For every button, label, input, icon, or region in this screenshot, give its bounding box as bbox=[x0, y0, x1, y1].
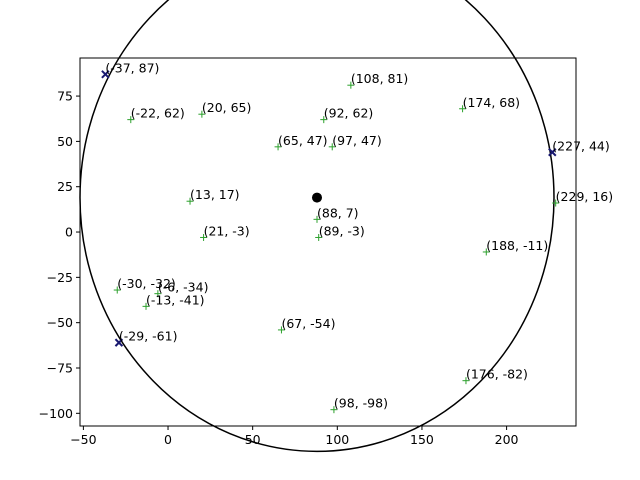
hull-point bbox=[548, 148, 557, 157]
data-point bbox=[198, 110, 206, 118]
data-point bbox=[154, 290, 162, 298]
data-point bbox=[313, 215, 321, 223]
data-label: (65, 47) bbox=[278, 133, 328, 148]
x-tick-label: 200 bbox=[495, 432, 519, 447]
data-label: (98, -98) bbox=[334, 396, 388, 411]
data-label: (88, 7) bbox=[317, 205, 359, 220]
data-label: (97, 47) bbox=[332, 133, 382, 148]
data-point bbox=[142, 302, 150, 310]
hull-point bbox=[114, 338, 124, 347]
data-point bbox=[347, 81, 355, 89]
data-label: (20, 65) bbox=[202, 100, 252, 115]
data-label: (89, -3) bbox=[319, 223, 365, 238]
center-point bbox=[311, 192, 322, 203]
data-point bbox=[274, 143, 282, 151]
x-tick-label: −50 bbox=[70, 432, 96, 447]
hull-point bbox=[101, 70, 110, 79]
data-label: (92, 62) bbox=[324, 106, 374, 121]
data-point bbox=[127, 116, 135, 124]
hull-label: (-29, -61) bbox=[119, 329, 178, 344]
data-label: (-13, -41) bbox=[146, 292, 205, 307]
data-point bbox=[113, 286, 121, 294]
x-tick-label: 0 bbox=[164, 432, 172, 447]
y-axis: −100 −75 −50 −25 0 25 50 75 bbox=[39, 89, 80, 421]
data-point bbox=[459, 105, 467, 113]
data-point bbox=[277, 326, 285, 334]
data-point bbox=[328, 143, 336, 151]
data-label: (176, -82) bbox=[466, 367, 528, 382]
data-label: (-6, -34) bbox=[158, 280, 209, 295]
enclosing-circle bbox=[79, 0, 555, 453]
y-tick-label: −100 bbox=[39, 406, 73, 421]
data-point bbox=[462, 377, 470, 385]
data-point bbox=[330, 406, 338, 414]
data-labels: (108, 81) (174, 68) (-22, 62) (20, 65) (92, … bbox=[105, 60, 613, 410]
data-label: (67, -54) bbox=[281, 316, 335, 331]
y-tick-label: −50 bbox=[47, 315, 73, 330]
data-label: (-22, 62) bbox=[131, 106, 185, 121]
plot-frame bbox=[79, 57, 577, 427]
data-label: (-30, -32) bbox=[117, 276, 176, 291]
data-point bbox=[482, 248, 490, 256]
circle-outline bbox=[79, 0, 555, 453]
plot-area bbox=[80, 58, 576, 426]
y-tick-label: 75 bbox=[57, 89, 73, 104]
y-tick-label: −75 bbox=[47, 360, 73, 375]
data-label: (174, 68) bbox=[463, 95, 520, 110]
data-point bbox=[315, 233, 323, 241]
data-label: (229, 16) bbox=[556, 189, 613, 204]
data-point bbox=[320, 116, 328, 124]
data-label: (13, 17) bbox=[190, 187, 240, 202]
x-tick-label: 150 bbox=[410, 432, 434, 447]
data-point bbox=[186, 197, 194, 205]
data-point bbox=[552, 199, 560, 207]
data-point bbox=[200, 233, 208, 241]
data-label: (188, -11) bbox=[486, 238, 548, 253]
data-points bbox=[101, 70, 560, 414]
x-tick-label: 100 bbox=[325, 432, 349, 447]
data-label: (21, -3) bbox=[204, 223, 250, 238]
y-tick-label: 25 bbox=[57, 179, 73, 194]
hull-label: (-37, 87) bbox=[105, 60, 159, 75]
y-tick-label: 0 bbox=[65, 225, 73, 240]
hull-label: (227, 44) bbox=[552, 138, 609, 153]
y-tick-label: 50 bbox=[57, 134, 73, 149]
y-tick-label: −25 bbox=[47, 270, 73, 285]
data-label: (108, 81) bbox=[351, 71, 408, 86]
